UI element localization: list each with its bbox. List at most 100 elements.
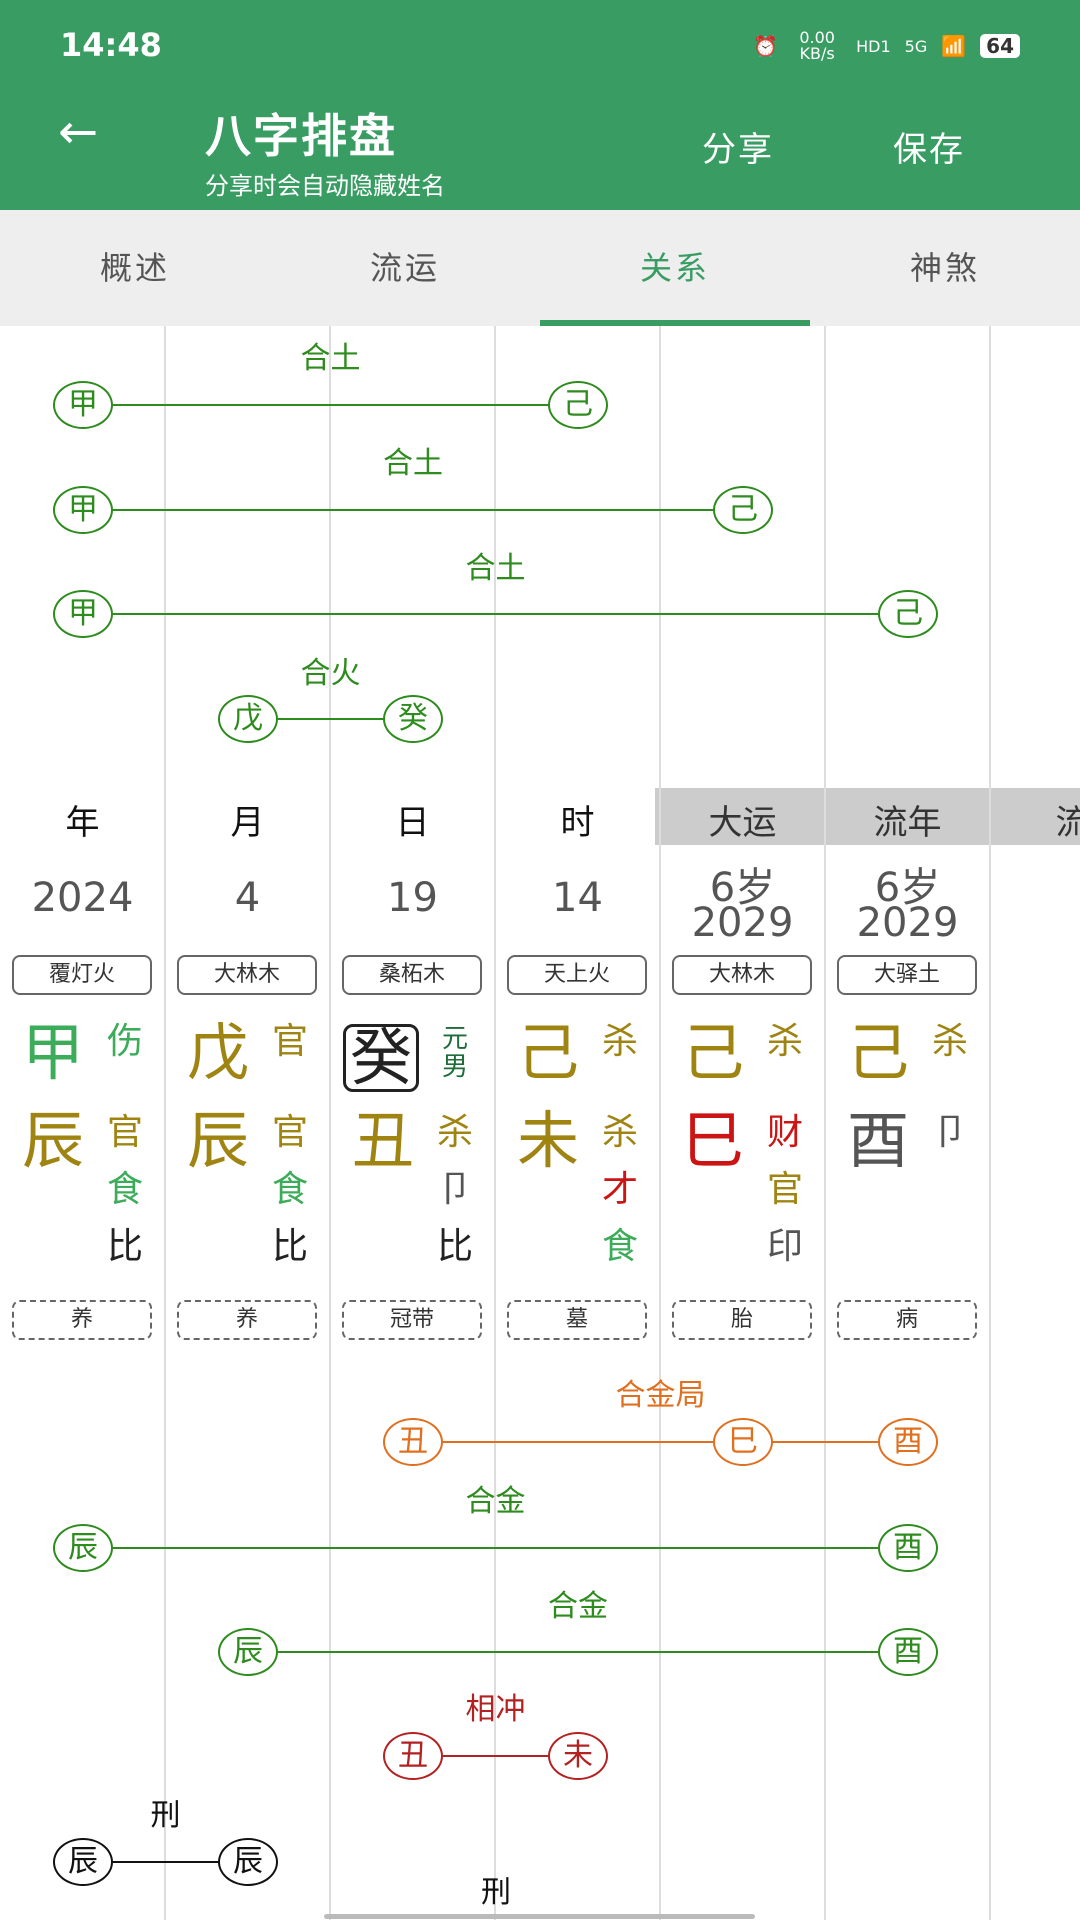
relation-node: 酉	[878, 1628, 938, 1676]
hidden-stem-god: 官	[766, 1169, 803, 1210]
stem-ten-god: 杀	[766, 1021, 803, 1062]
pillar-age: 6岁	[709, 865, 776, 911]
earthly-branch: 酉	[846, 1104, 909, 1177]
column-divider	[164, 326, 166, 1920]
relation-node: 己	[548, 381, 608, 429]
heavenly-stem: 己	[846, 1016, 909, 1089]
hidden-stem-god: 卩	[436, 1169, 473, 1210]
nayin-badge: 大林木	[177, 955, 317, 995]
share-button[interactable]: 分享	[702, 130, 774, 170]
hidden-stem-god: 食	[601, 1226, 638, 1267]
tab-overview[interactable]: 概述	[99, 249, 170, 287]
relation-node: 己	[878, 590, 938, 638]
life-stage-badge: 胎	[672, 1300, 812, 1340]
tab-shensha[interactable]: 神煞	[909, 249, 980, 287]
relation-label: 合金	[465, 1484, 526, 1519]
signal-icon: 5G	[904, 36, 928, 56]
earthly-branch: 辰	[21, 1104, 84, 1177]
pillar-header: 流年	[873, 803, 942, 843]
app-header: 14:48 ⏰ 0.00 KB/s HD1 5G 📶 64 ← 八字排盘 分享时…	[0, 0, 1080, 210]
stem-ten-god: 官	[271, 1021, 308, 1062]
heavenly-stem: 癸	[343, 1024, 419, 1092]
page-subtitle: 分享时会自动隐藏姓名	[205, 172, 445, 200]
relation-node: 己	[713, 486, 773, 534]
hidden-stem-god: 杀	[436, 1112, 473, 1153]
horizontal-scrollbar[interactable]	[324, 1914, 755, 1919]
earthly-branch: 辰	[186, 1104, 249, 1177]
tab-bar: 概述 流运 关系 神煞	[0, 210, 1080, 326]
hidden-stem-god: 比	[271, 1226, 308, 1267]
pillar-header: 大运	[708, 803, 777, 843]
stem-ten-god: 伤	[106, 1021, 143, 1062]
life-stage-badge: 墓	[507, 1300, 647, 1340]
nayin-badge: 大驿土	[837, 955, 977, 995]
hidden-stem-god: 官	[271, 1112, 308, 1153]
luck-header-background	[655, 788, 1080, 845]
save-button[interactable]: 保存	[893, 130, 965, 170]
relation-label: 合火	[300, 656, 361, 691]
day-master-label: 元男	[441, 1024, 468, 1082]
hidden-stem-god: 印	[766, 1226, 803, 1267]
relation-node: 甲	[53, 486, 113, 534]
pillar-number: 14	[552, 875, 603, 921]
relation-line	[413, 1441, 908, 1443]
battery-icon: 64	[980, 34, 1020, 58]
life-stage-badge: 养	[177, 1300, 317, 1340]
relation-node: 辰	[218, 1838, 278, 1886]
life-stage-badge: 病	[837, 1300, 977, 1340]
wifi-icon: 📶	[941, 34, 967, 58]
nayin-badge: 桑柘木	[342, 955, 482, 995]
hidden-stem-god: 比	[436, 1226, 473, 1267]
tab-relations[interactable]: 关系	[639, 249, 710, 287]
relation-node: 巳	[713, 1418, 773, 1466]
relation-line	[248, 1651, 908, 1653]
relation-node: 未	[548, 1732, 608, 1780]
pillar-header: 月	[230, 803, 265, 843]
hidden-stem-god: 食	[106, 1169, 143, 1210]
pillar-year: 2029	[856, 900, 959, 946]
column-divider	[659, 326, 661, 1920]
life-stage-badge: 冠带	[342, 1300, 482, 1340]
hidden-stem-god: 才	[601, 1169, 638, 1210]
earthly-branch: 未	[516, 1104, 579, 1177]
nayin-badge: 天上火	[507, 955, 647, 995]
relation-node: 辰	[218, 1628, 278, 1676]
relation-node: 戊	[218, 695, 278, 743]
relation-label: 合土	[300, 341, 361, 376]
earthly-branch: 巳	[681, 1104, 744, 1177]
pillar-year: 2029	[691, 900, 794, 946]
pillar-age: 6岁	[874, 865, 941, 911]
stem-ten-god: 杀	[931, 1021, 968, 1062]
earthly-branch: 丑	[351, 1104, 414, 1177]
life-stage-badge: 养	[12, 1300, 152, 1340]
tab-fortune[interactable]: 流运	[369, 249, 440, 287]
hidden-stem-god: 官	[106, 1112, 143, 1153]
pillar-number: 4	[234, 875, 261, 921]
relation-node: 丑	[383, 1418, 443, 1466]
relation-label: 合土	[383, 446, 443, 481]
alarm-icon: ⏰	[753, 34, 779, 58]
relation-label: 合金	[548, 1589, 608, 1624]
relation-label: 合土	[465, 551, 526, 586]
nayin-badge: 大林木	[672, 955, 812, 995]
arrow-left-icon[interactable]: ←	[58, 104, 99, 160]
relation-node: 酉	[878, 1418, 938, 1466]
status-time: 14:48	[60, 26, 162, 64]
pillar-number: 2024	[31, 875, 134, 921]
heavenly-stem: 己	[681, 1016, 744, 1089]
relation-node: 甲	[53, 381, 113, 429]
relation-line	[83, 613, 908, 615]
heavenly-stem: 己	[516, 1016, 579, 1089]
net-speed: 0.00 KB/s	[799, 28, 835, 63]
pillar-header: 流	[1055, 803, 1080, 843]
pillar-number: 19	[387, 875, 438, 921]
column-divider	[329, 326, 331, 1920]
relation-label: 刑	[150, 1798, 181, 1833]
column-divider	[989, 326, 991, 1920]
status-icons: ⏰ 0.00 KB/s HD1 5G 📶 64	[753, 30, 1020, 62]
relation-node: 酉	[878, 1524, 938, 1572]
hidden-stem-god: 比	[106, 1226, 143, 1267]
relation-line	[413, 1755, 578, 1757]
relation-line	[83, 1547, 908, 1549]
relation-node: 辰	[53, 1838, 113, 1886]
